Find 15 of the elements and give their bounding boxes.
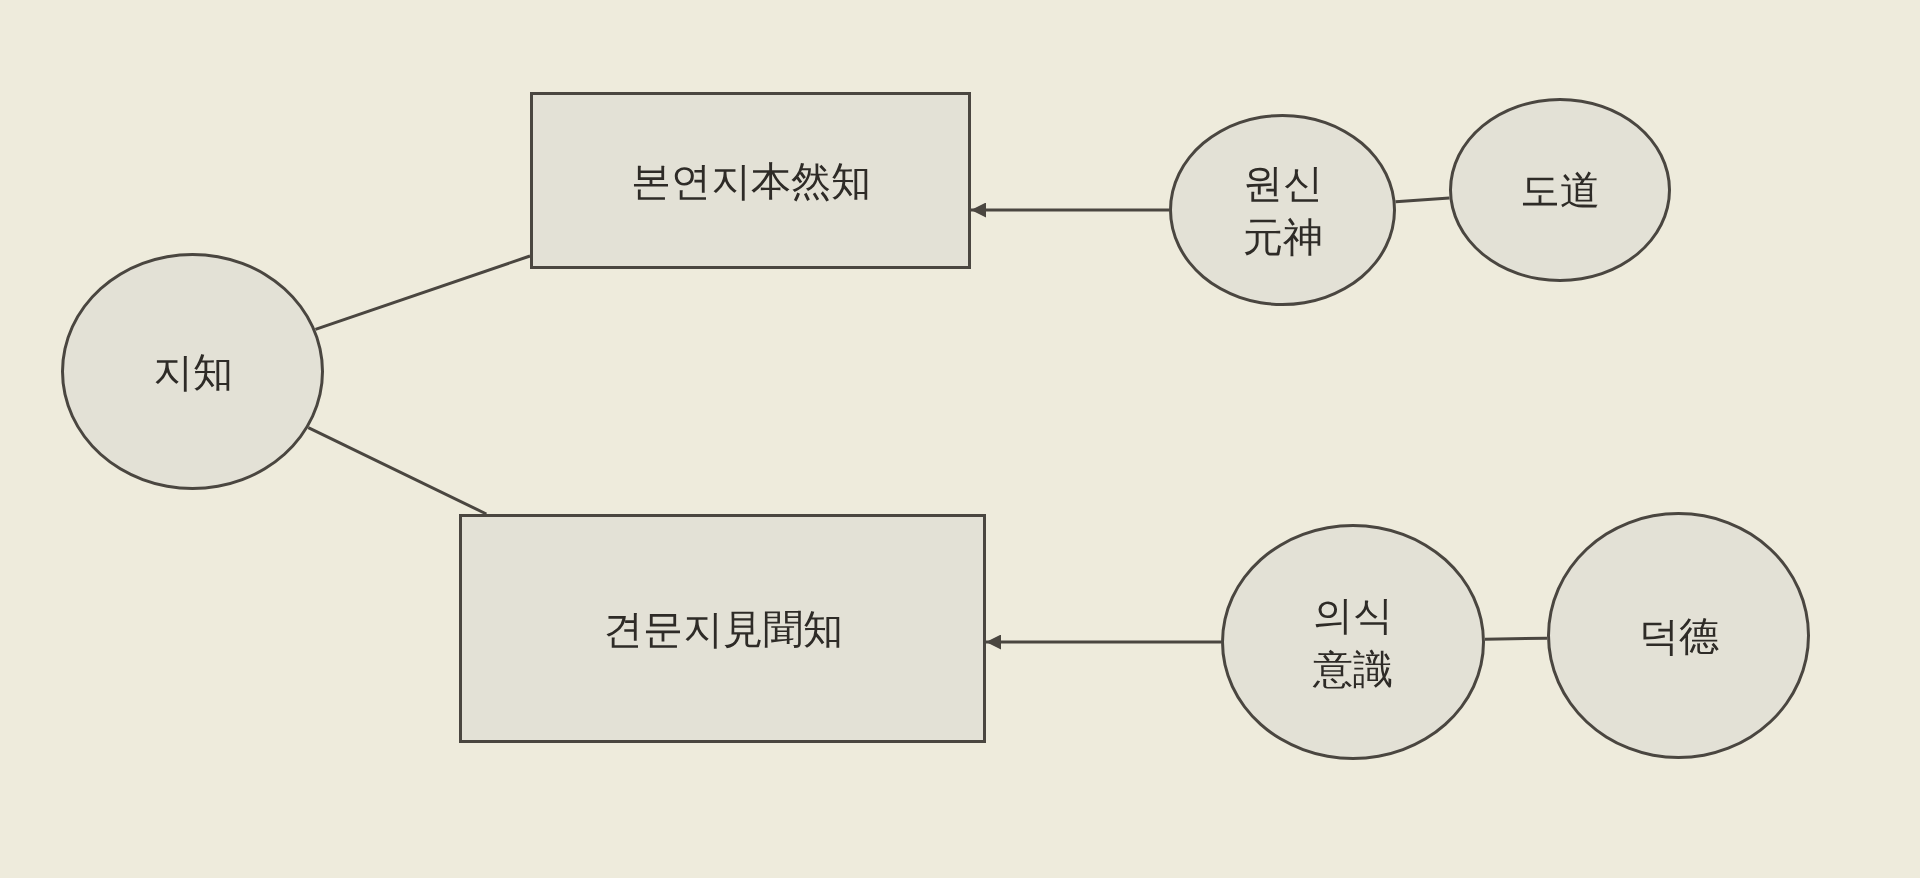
- arrow: [971, 202, 1169, 218]
- connector-line: [314, 254, 531, 331]
- connector-line: [307, 426, 488, 516]
- connector-line: [1484, 636, 1548, 641]
- node-label: 도道: [1520, 166, 1600, 215]
- arrow: [986, 634, 1221, 650]
- node-label: 견문지見聞知: [602, 604, 843, 654]
- node-label: 지知: [152, 347, 233, 397]
- node-label: 원신 元神: [1241, 159, 1324, 262]
- concept-box: [530, 92, 971, 269]
- node-label: 의식 意識: [1312, 591, 1394, 694]
- node-label: 덕德: [1638, 611, 1719, 661]
- node-label: 본연지本然知: [630, 156, 871, 206]
- concept-box: [459, 514, 986, 743]
- connector-line: [1395, 196, 1450, 204]
